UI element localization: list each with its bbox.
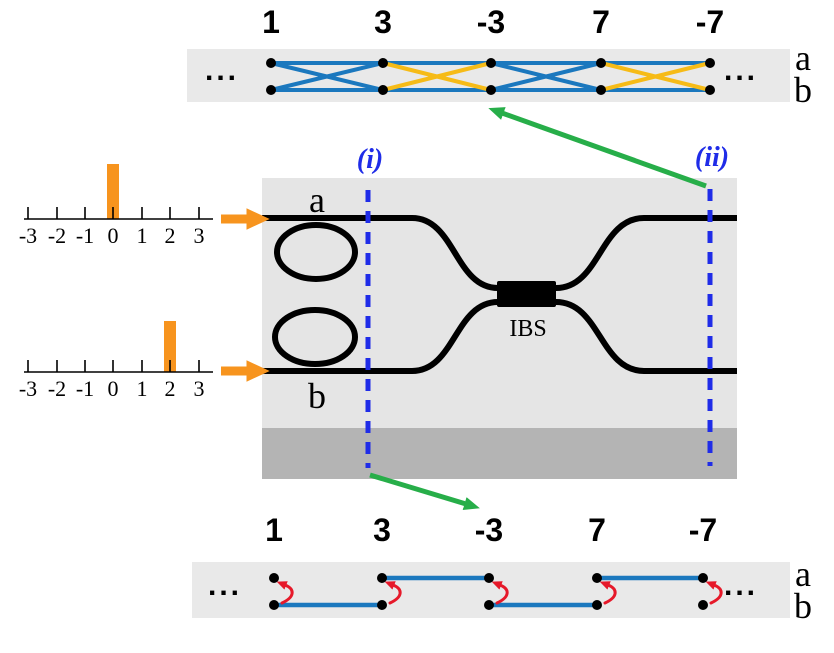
node-dot (596, 85, 606, 95)
top-site-label-4: -7 (695, 4, 725, 40)
node-dot (486, 58, 496, 68)
bottom-row-a-label: a (795, 554, 811, 594)
node-dot (266, 85, 276, 95)
node-dot (592, 600, 602, 610)
node-dot (378, 85, 388, 95)
waveguides (262, 215, 737, 374)
ellipsis-left: ... (207, 569, 243, 602)
ibs-label: IBS (509, 316, 547, 342)
node-dot (592, 573, 602, 583)
cross-coupling-blue-neg3-7 (489, 61, 603, 92)
tick-label: 2 (164, 223, 176, 248)
bottom-links (273, 575, 704, 608)
ellipsis-left: ... (204, 54, 240, 87)
top-site-label-2: -3 (476, 4, 506, 40)
chip-input-b-label: b (308, 376, 326, 416)
top-lattice-graph (266, 58, 715, 95)
chip-input-a-label: a (309, 180, 325, 220)
node-dot (269, 600, 279, 610)
ring-resonator-b (272, 307, 358, 367)
node-dot (486, 85, 496, 95)
node-dot (378, 58, 388, 68)
red-coupling-arrow-icon (705, 581, 723, 605)
tick-label: 3 (193, 376, 205, 401)
arrow-to-bottom-lattice-icon (369, 472, 480, 511)
waveguide-b-output (555, 299, 737, 374)
node-dot (705, 85, 715, 95)
node-dot (377, 600, 387, 610)
bottom-lattice-graph (269, 573, 723, 610)
cross-coupling-yellow-7-neg7 (599, 61, 712, 92)
node-dot (698, 600, 708, 610)
waveguide-a-output (555, 215, 737, 291)
tick-label: 0 (107, 376, 119, 401)
ibs-coupler (497, 281, 556, 307)
tick-label: 3 (193, 223, 205, 248)
tick-label: -3 (18, 223, 38, 248)
bottom-site-label-2: -3 (474, 512, 504, 548)
bottom-site-label-4: -7 (688, 512, 718, 548)
node-dot (705, 58, 715, 68)
top-site-label-0: 1 (262, 4, 280, 40)
bottom-site-label-3: 7 (588, 512, 606, 548)
top-site-label-3: 7 (592, 4, 610, 40)
pulse-plot-a (24, 164, 213, 220)
node-dot (266, 58, 276, 68)
red-coupling-arrow-icon (491, 581, 509, 605)
node-dot (269, 573, 279, 583)
node-dot (484, 573, 494, 583)
tick-label: 0 (107, 223, 119, 248)
waveguide-a-input (262, 215, 499, 291)
ring-resonator-a (274, 222, 358, 282)
pulse-plot-b (24, 321, 213, 373)
site-coupling-arrows (276, 581, 723, 605)
tick-label: 1 (136, 376, 148, 401)
top-site-label-1: 3 (374, 4, 392, 40)
top-row-b-label: b (794, 70, 812, 110)
arrow-to-top-lattice-icon (488, 107, 707, 189)
tick-label: -1 (75, 376, 95, 401)
node-dot (698, 573, 708, 583)
node-dot (377, 573, 387, 583)
tick-label: -1 (75, 223, 95, 248)
bottom-site-label-1: 3 (373, 512, 391, 548)
tick-label: -2 (47, 223, 67, 248)
red-coupling-arrow-icon (384, 581, 402, 605)
ellipsis-right: ... (723, 54, 759, 87)
node-dot (596, 58, 606, 68)
cut-ii-label: (ii) (694, 142, 730, 173)
axis-b (24, 360, 213, 373)
node-dot (484, 600, 494, 610)
tick-label: -3 (18, 376, 38, 401)
pulse-bar-b (164, 321, 176, 372)
waveguide-b-input (262, 299, 499, 374)
cut-i-label: (i) (356, 144, 384, 175)
ellipsis-right: ... (723, 569, 759, 602)
bottom-site-label-0: 1 (265, 512, 283, 548)
red-coupling-arrow-icon (599, 581, 617, 605)
top-lattice-nodes (266, 58, 715, 95)
tick-label: 2 (164, 376, 176, 401)
pulse-bar-a (107, 164, 119, 219)
cross-coupling-blue-1-3 (269, 61, 385, 92)
red-coupling-arrow-icon (276, 581, 294, 605)
top-row-a-label: a (795, 38, 811, 78)
tick-label: 1 (136, 223, 148, 248)
chip-substrate-strip (262, 428, 737, 479)
bottom-lattice-nodes (269, 573, 708, 610)
axis-a (24, 207, 213, 220)
cross-coupling-yellow-3-neg3 (381, 61, 493, 92)
tick-label: -2 (47, 376, 67, 401)
bottom-row-b-label: b (794, 586, 812, 626)
